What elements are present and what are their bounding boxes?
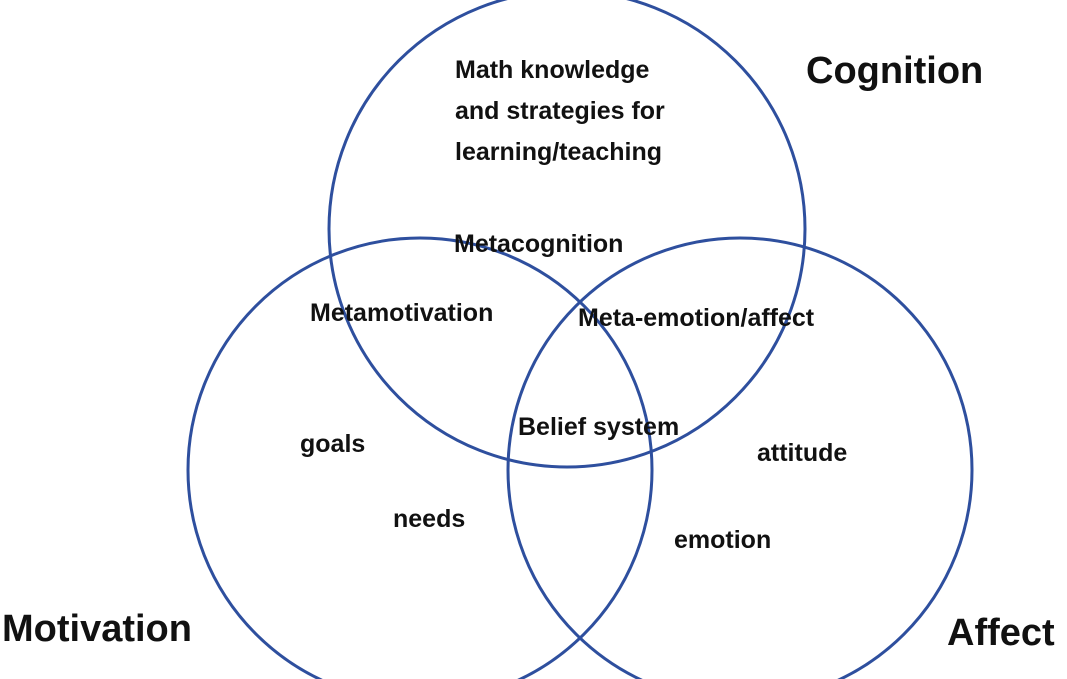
affect-circle xyxy=(506,236,974,679)
affect-label: Affect xyxy=(947,612,1055,654)
attitude-label: attitude xyxy=(757,439,848,467)
metacognition-label: Metacognition xyxy=(454,230,624,258)
math-line: Math knowledge xyxy=(455,56,650,84)
goals-label: goals xyxy=(300,430,366,458)
motivation-label: Motivation xyxy=(2,608,192,650)
meta-emotion-label: Meta-emotion/affect xyxy=(578,304,815,332)
motivation-circle xyxy=(186,236,654,679)
needs-label: needs xyxy=(393,505,466,533)
math-line: and strategies for xyxy=(455,97,665,125)
cognition-circle xyxy=(327,0,807,469)
emotion-label: emotion xyxy=(674,526,772,554)
cognition-label: Cognition xyxy=(806,50,984,92)
math-line: learning/teaching xyxy=(455,138,662,166)
math-knowledge-text: Math knowledge and strategies for learni… xyxy=(455,58,665,181)
metamotivation-label: Metamotivation xyxy=(310,299,494,327)
belief-system-label: Belief system xyxy=(518,413,680,441)
